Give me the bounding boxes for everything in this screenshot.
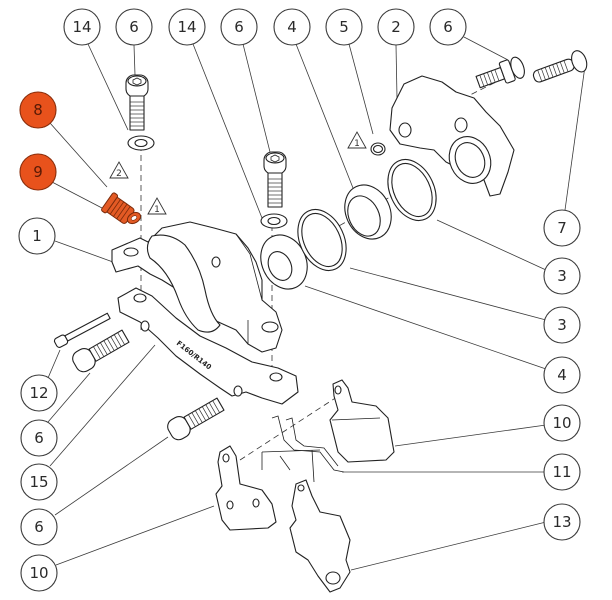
callout-6-top-mid: 6 (220, 8, 258, 46)
pad-retainer (289, 479, 351, 593)
callouts: 14 6 14 6 4 5 2 6 (18, 8, 581, 592)
callout-10-left: 10 (20, 554, 58, 592)
svg-text:14: 14 (177, 18, 196, 36)
callout-14-top-mid: 14 (168, 8, 206, 46)
callout-14-top-left: 14 (63, 8, 101, 46)
brake-pad-lower (215, 445, 277, 531)
svg-text:2: 2 (116, 169, 122, 179)
svg-text:7: 7 (557, 219, 567, 237)
svg-text:12: 12 (29, 384, 48, 402)
svg-text:6: 6 (443, 18, 453, 36)
callout-7: 7 (543, 209, 581, 247)
svg-text:1: 1 (354, 139, 360, 149)
svg-text:2: 2 (391, 18, 401, 36)
svg-text:4: 4 (287, 18, 297, 36)
brake-pad-upper (329, 379, 395, 463)
callout-13: 13 (543, 503, 581, 541)
svg-text:6: 6 (129, 18, 139, 36)
piston-inner (260, 234, 308, 290)
callout-3-lower: 3 (543, 306, 581, 344)
svg-text:14: 14 (72, 18, 91, 36)
piston-seal-outer (387, 158, 437, 222)
callout-12: 12 (20, 374, 58, 412)
svg-text:6: 6 (34, 518, 44, 536)
callout-4-top: 4 (273, 8, 311, 46)
caliper-half-outer (389, 75, 515, 197)
caliper-half-inner (111, 221, 283, 353)
svg-text:5: 5 (339, 18, 349, 36)
washer-top-left (127, 135, 155, 151)
callout-1: 1 (18, 217, 56, 255)
callout-15: 15 (20, 463, 58, 501)
svg-text:9: 9 (33, 163, 43, 181)
pad-spring (261, 415, 345, 483)
svg-text:15: 15 (29, 473, 48, 491)
svg-text:3: 3 (557, 267, 567, 285)
warning-triangle-2: 2 (109, 161, 129, 179)
callout-4-right: 4 (543, 356, 581, 394)
warning-triangle-1-plug: 1 (147, 197, 167, 215)
callout-10-right: 10 (543, 404, 581, 442)
svg-text:8: 8 (33, 101, 43, 119)
mounting-bolt-lower (167, 397, 225, 441)
svg-text:10: 10 (552, 414, 571, 432)
pad-pin (532, 50, 588, 83)
svg-text:11: 11 (552, 463, 571, 481)
small-bolt (53, 312, 111, 348)
piston-seal-inner (297, 208, 347, 272)
svg-text:10: 10 (29, 564, 48, 582)
svg-text:6: 6 (34, 429, 44, 447)
bleed-o-ring (126, 211, 142, 225)
callout-6-top-left: 6 (115, 8, 153, 46)
svg-text:1: 1 (154, 205, 160, 215)
callout-6-left-lower: 6 (20, 508, 58, 546)
mounting-bolt-left (72, 329, 130, 373)
callout-11: 11 (543, 453, 581, 491)
callout-9-highlighted: 9 (19, 153, 57, 191)
callout-2: 2 (377, 8, 415, 46)
callout-6-left-upper: 6 (20, 419, 58, 457)
piston-outer (344, 184, 392, 240)
svg-text:13: 13 (552, 513, 571, 531)
svg-text:1: 1 (32, 227, 42, 245)
callout-5: 5 (325, 8, 363, 46)
caliper-bolt (475, 56, 525, 89)
mounting-bolt-top-mid (263, 151, 287, 208)
callout-8-highlighted: 8 (19, 91, 57, 129)
svg-text:3: 3 (557, 316, 567, 334)
washer-top-mid (260, 213, 288, 229)
svg-text:6: 6 (234, 18, 244, 36)
leader-lines (47, 36, 586, 571)
callout-6-top-right: 6 (429, 8, 467, 46)
bleed-plug (101, 192, 135, 224)
callout-3-upper: 3 (543, 257, 581, 295)
warning-triangle-1-banjo: 1 (347, 131, 367, 149)
mounting-bolt-top-left (125, 74, 149, 131)
o-ring-small (370, 142, 386, 156)
svg-text:4: 4 (557, 366, 567, 384)
